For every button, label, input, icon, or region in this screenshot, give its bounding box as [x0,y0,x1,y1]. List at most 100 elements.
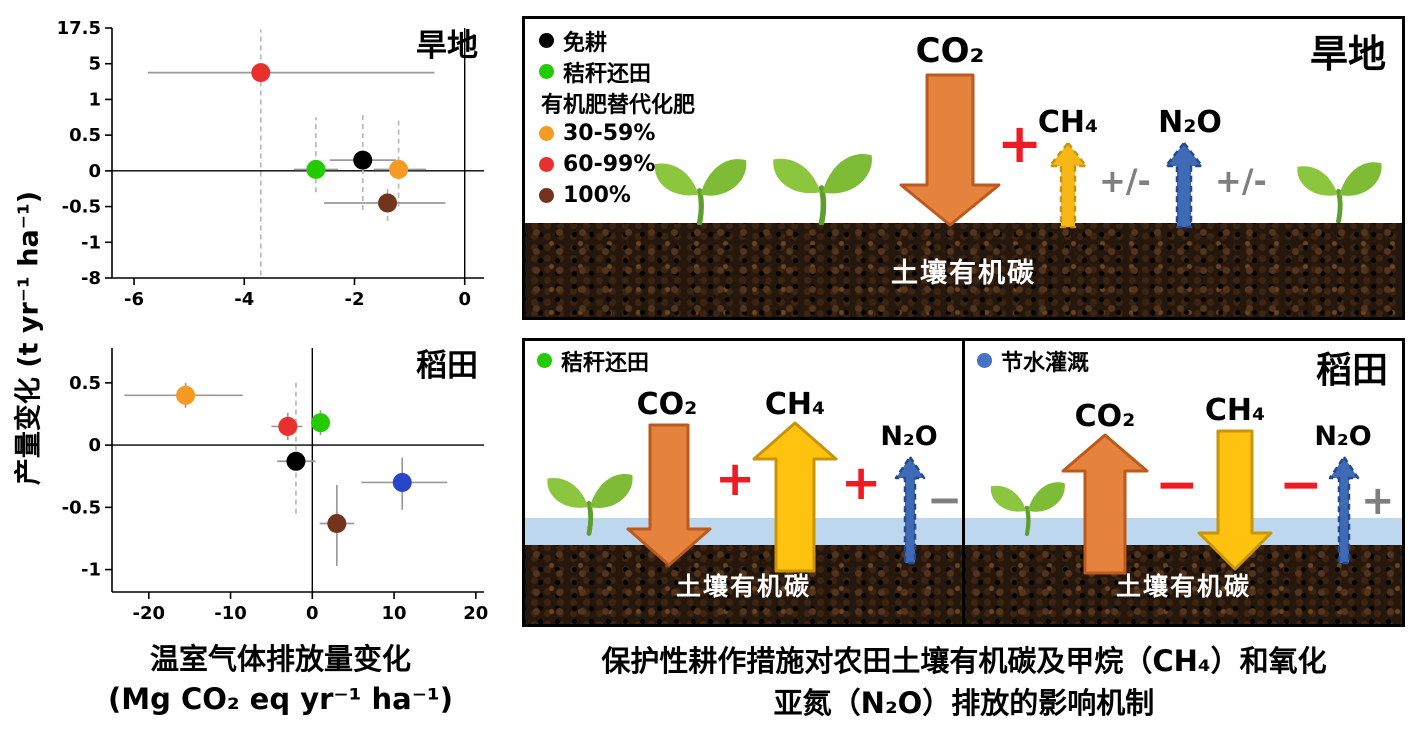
svg-text:20: 20 [463,603,488,624]
n2o-label: N₂O [880,421,938,452]
dryland-panel: 土壤有机碳 CO₂ + CH₄ +/- N₂O +/- 免耕 秸秆还田 [522,16,1405,320]
x-axis-label: 温室气体排放量变化 (Mg CO₂ eq yr⁻¹ ha⁻¹) [58,636,503,716]
svg-text:-20: -20 [133,603,166,624]
legend-item-60-99: 60-99% [539,149,695,180]
y-axis-label: 产量变化 (t yr⁻¹ ha⁻¹) [13,190,45,486]
co2-label: CO₂ [636,387,698,422]
co2-label: CO₂ [915,31,985,71]
svg-text:1: 1 [88,89,101,110]
x-axis-label-line2: (Mg CO₂ eq yr⁻¹ ha⁻¹) [107,682,453,716]
legend-dot-straw-return [539,64,554,79]
legend-label-straw-return: 秸秆还田 [561,350,650,376]
svg-text:旱地: 旱地 [416,28,478,64]
dryland-legend: 免耕 秸秆还田 有机肥替代化肥 30-59% 60-99% 100% [539,25,695,211]
svg-text:17.5: 17.5 [57,18,101,39]
paddy-straw-soil-label: 土壤有机碳 [675,571,811,601]
svg-text:5: 5 [88,54,101,75]
legend-dot-straw-return [537,353,552,368]
ch4-up-arrow [1048,141,1088,229]
legend-label-water-saving: 节水灌溉 [1001,350,1090,376]
svg-text:稻田: 稻田 [416,348,478,384]
co2-up-arrow [1061,433,1149,575]
svg-text:0.5: 0.5 [69,373,101,394]
ch4-up-arrow [752,421,838,573]
legend-label-organic-fertilizer: 有机肥替代化肥 [541,92,696,118]
svg-text:0: 0 [306,603,319,624]
plant-icon [1293,151,1384,223]
paddy-water-soil: 土壤有机碳 [965,545,1402,624]
svg-text:-0.5: -0.5 [62,497,101,518]
ch4-label: CH₄ [764,387,826,422]
legend-item-30-59: 30-59% [539,118,695,149]
n2o-label: N₂O [1158,105,1222,140]
svg-text:-1: -1 [81,232,101,253]
co2-down-arrow [626,423,712,567]
paddy-straw-legend: 秸秆还田 [537,345,649,376]
dryland-scatter-plot: 17.5 5 1 0.5 0 -0.5 -1 -8 -6 -4 -2 0 旱地 [57,18,484,310]
ch4-sign: + [841,455,882,511]
svg-text:0: 0 [458,289,471,310]
legend-label-30-59: 30-59% [563,121,656,146]
legend-dot-30-59 [539,126,554,141]
legend-dot-no-till [539,33,554,48]
co2-sign: − [1155,455,1199,515]
legend-item-no-till: 免耕 [539,25,695,56]
legend-item-water-saving: 节水灌溉 [977,345,1089,376]
svg-text:-8: -8 [81,268,101,289]
svg-text:0.5: 0.5 [69,125,101,146]
paddy-straw-panel: 土壤有机碳 CO₂ + CH₄ + N₂O − 秸秆还田 [522,338,965,627]
co2-sign: + [715,451,756,507]
legend-dot-60-99 [539,157,554,172]
svg-text:-10: -10 [214,603,247,624]
svg-text:-0.5: -0.5 [62,197,101,218]
co2-down-arrow [899,73,1001,227]
plant-icon [987,472,1067,536]
n2o-sign: − [927,475,963,524]
paddy-straw-water-layer [525,518,962,545]
svg-text:-4: -4 [234,289,254,310]
paddy-panel-title: 稻田 [1315,350,1388,391]
n2o-up-arrow [1328,455,1360,565]
svg-text:-6: -6 [124,289,144,310]
n2o-sign: + [1361,478,1395,524]
paddy-water-soil-label: 土壤有机碳 [1115,571,1251,601]
legend-dot-water-saving [977,353,992,368]
legend-item-100: 100% [539,180,695,211]
legend-label-no-till: 免耕 [563,30,608,56]
legend-header-organic-fertilizer: 有机肥替代化肥 [539,87,695,118]
ch4-down-arrow [1197,429,1273,571]
n2o-label: N₂O [1314,421,1372,452]
svg-text:0: 0 [88,161,101,182]
co2-sign: + [997,112,1043,175]
x-axis-label-line1: 温室气体排放量变化 [149,642,411,676]
legend-label-60-99: 60-99% [563,152,656,177]
legend-item-straw-return: 秸秆还田 [537,345,649,376]
legend-label-100: 100% [563,183,631,208]
figure-caption-line1: 保护性耕作措施对农田土壤有机碳及甲烷（CH₄）和氧化 [601,644,1327,678]
paddy-water-panel: 土壤有机碳 CO₂ − CH₄ − N₂O + 节水灌溉 稻田 [962,338,1405,627]
paddy-water-water-layer [965,518,1402,545]
ch4-sign: − [1279,455,1323,515]
legend-item-straw-return: 秸秆还田 [539,56,695,87]
paddy-straw-soil: 土壤有机碳 [525,545,962,624]
svg-text:10: 10 [382,603,407,624]
ch4-label: CH₄ [1037,105,1099,140]
legend-label-straw-return: 秸秆还田 [563,61,652,87]
paddy-scatter-plot: 0.5 0 -0.5 -1 -20 -10 0 10 20 稻田 [62,348,488,624]
dryland-soil: 土壤有机碳 [525,223,1402,317]
legend-dot-100 [539,188,554,203]
svg-text:0: 0 [88,435,101,456]
co2-label: CO₂ [1074,399,1136,434]
figure-caption: 保护性耕作措施对农田土壤有机碳及甲烷（CH₄）和氧化 亚氮（N₂O）排放的影响机… [520,640,1408,724]
n2o-sign: +/- [1215,162,1267,200]
svg-text:-2: -2 [344,289,364,310]
dryland-panel-title: 旱地 [1309,32,1386,76]
figure-caption-line2: 亚氮（N₂O）排放的影响机制 [773,686,1155,720]
svg-text:-1: -1 [81,560,101,581]
plant-icon [768,141,875,225]
n2o-up-arrow [1164,141,1204,229]
ch4-sign: +/- [1099,162,1151,200]
ch4-label: CH₄ [1204,393,1266,428]
n2o-up-arrow [894,455,926,565]
